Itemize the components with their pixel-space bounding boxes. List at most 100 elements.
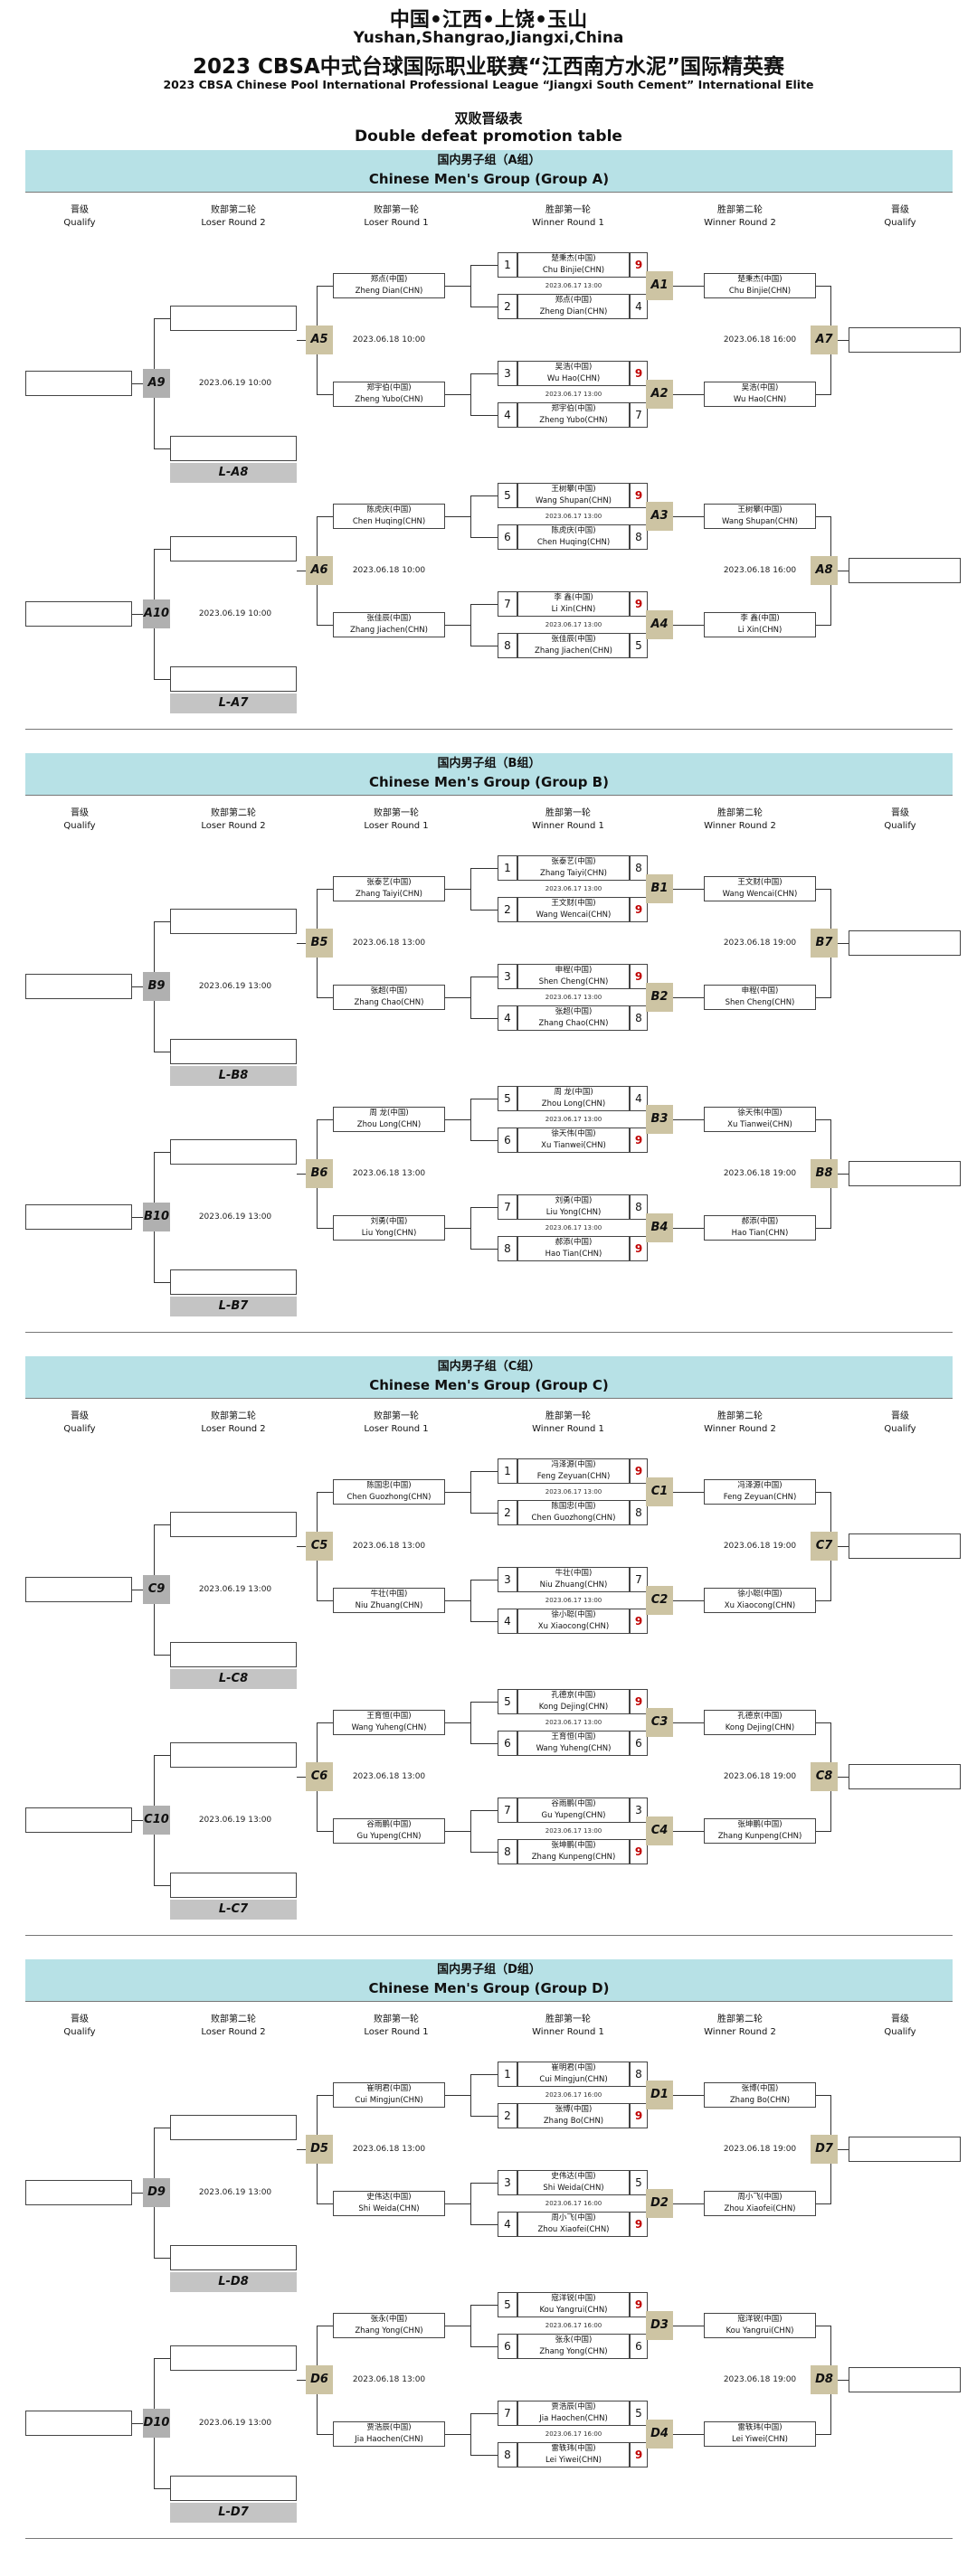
bracket-connector (470, 373, 498, 374)
player-name-en: Wang Shupan(CHN) (535, 496, 612, 505)
player-name-cn: 张超(中国) (555, 1007, 593, 1016)
loser-r1-player-1: 陈虎庆(中国)Chen Huqing(CHN) (333, 504, 445, 529)
bracket-connector (470, 265, 471, 307)
bracket-connector (470, 1810, 471, 1853)
bracket-connector (470, 2346, 498, 2347)
bracket-connector (317, 286, 333, 287)
bracket-connector (154, 318, 170, 319)
player-name-cn: 贾浩辰(中国) (366, 2423, 412, 2432)
loser-drop-tag: L-D8 (170, 2272, 297, 2292)
score-cell: 9 (630, 964, 648, 989)
player-name-en: Shen Cheng(CHN) (725, 998, 795, 1007)
loser-r2-slot-2 (170, 1642, 297, 1667)
column-header-cn: 胜部第一轮 (545, 808, 591, 818)
score-cell: 9 (630, 1839, 648, 1864)
player-name-cn: 王育恒(中国) (366, 1712, 412, 1721)
loser-r2-slot-1 (170, 306, 297, 331)
seed-number: 1 (498, 855, 517, 881)
player-name-cn: 崔明君(中国) (366, 2084, 412, 2093)
match-tag: B10 (143, 1203, 170, 1231)
player-name-en: Wang Shupan(CHN) (721, 517, 799, 526)
seed-number: 2 (498, 294, 517, 319)
player-name-cn: 郝添(中国) (741, 1217, 779, 1226)
bracket-connector (297, 943, 306, 944)
group-title-en: Chinese Men's Group (Group A) (368, 171, 610, 187)
qualify-slot-right (849, 558, 961, 583)
qualify-slot-right (849, 327, 961, 353)
player-name-cn: 牛壮(中国) (555, 1569, 593, 1578)
column-header-cn: 晋级 (891, 1411, 909, 1421)
match-tag: A1 (646, 271, 673, 300)
match-tag: A10 (143, 599, 170, 628)
bracket-connector (673, 1228, 704, 1229)
winner-r1-player-2: 周小飞(中国)Zhou Xiaofei(CHN) (517, 2212, 630, 2237)
column-header-en: Qualify (63, 821, 96, 831)
score-cell: 9 (630, 483, 648, 508)
player-name-en: Zhou Xiaofei(CHN) (724, 2204, 796, 2213)
column-header-en: Qualify (63, 218, 96, 228)
bracket-connector (816, 625, 830, 626)
player-name-cn: 周小飞(中国) (551, 2213, 596, 2222)
player-name-en: Zhang Jiachen(CHN) (535, 646, 612, 656)
player-name-en: Niu Zhuang(CHN) (355, 1601, 423, 1610)
bracket-connector (470, 910, 498, 911)
winner-r2-player-1: 王文财(中国)Wang Wencai(CHN) (704, 876, 816, 901)
player-name-en: Zhou Long(CHN) (541, 1099, 606, 1109)
bracket-connector (470, 2224, 498, 2225)
player-name-en: Zhang Kunpeng(CHN) (717, 1832, 802, 1841)
loser-r1-player-1: 王育恒(中国)Wang Yuheng(CHN) (333, 1710, 445, 1735)
bracket-connector (838, 943, 849, 944)
match-time: 2023.06.18 13:00 (352, 2375, 426, 2384)
match-tag: B9 (143, 972, 170, 1001)
match-tag: C9 (143, 1575, 170, 1604)
bracket-connector (470, 2183, 471, 2225)
match-tag: B7 (811, 929, 838, 958)
bracket-connector (470, 1513, 498, 1514)
column-header-en: Qualify (884, 2027, 916, 2037)
header-subtitle-en: Double defeat promotion table (355, 127, 622, 146)
score-cell: 6 (630, 2334, 648, 2359)
bracket-connector (317, 1119, 333, 1120)
match-tag: C1 (646, 1477, 673, 1506)
column-header-en: Loser Round 2 (201, 218, 266, 228)
seed-number: 5 (498, 2292, 517, 2317)
match-tag: C5 (306, 1532, 333, 1561)
player-name-cn: 徐小聪(中国) (737, 1590, 783, 1599)
match-tag: B4 (646, 1213, 673, 1242)
player-name-cn: 张泰艺(中国) (366, 878, 412, 887)
player-name-en: Feng Zeyuan(CHN) (723, 1493, 797, 1502)
match-time: 2023.06.17 13:00 (545, 1719, 602, 1726)
bracket-connector (317, 394, 333, 395)
bracket-connector (470, 2183, 498, 2184)
qualify-slot-left (25, 1577, 132, 1602)
bracket-connector (317, 2434, 333, 2435)
bracket-connector (154, 2358, 170, 2359)
loser-r1-player-2: 郑宇伯(中国)Zheng Yubo(CHN) (333, 382, 445, 407)
bracket-connector (470, 1621, 498, 1622)
column-header-cn: 晋级 (71, 2015, 89, 2024)
score-cell: 6 (630, 1731, 648, 1756)
winner-r1-player-1: 贾浩辰(中国)Jia Haochen(CHN) (517, 2401, 630, 2426)
bracket-connector (838, 2149, 849, 2150)
player-name-cn: 张坤鹏(中国) (737, 1820, 783, 1829)
score-cell: 3 (630, 1798, 648, 1823)
winner-r1-player-1: 牛壮(中国)Niu Zhuang(CHN) (517, 1567, 630, 1592)
group-title-cn: 国内男子组（C组） (437, 1360, 541, 1373)
bracket-connector (445, 286, 470, 287)
bracket-connector (154, 921, 170, 922)
loser-r2-slot-2 (170, 2245, 297, 2270)
player-name-en: Cui Mingjun(CHN) (355, 2096, 423, 2105)
winner-r1-player-2: 徐天伟(中国)Xu Tianwei(CHN) (517, 1128, 630, 1153)
match-tag: C8 (811, 1762, 838, 1791)
player-name-cn: 寇洋锐(中国) (737, 2315, 783, 2324)
bracket-connector (816, 394, 830, 395)
bracket-connector (154, 2488, 170, 2489)
match-time: 2023.06.18 19:00 (723, 1772, 797, 1781)
score-cell: 9 (630, 252, 648, 278)
winner-r2-player-2: 徐小聪(中国)Xu Xiaocong(CHN) (704, 1588, 816, 1613)
column-header-en: Qualify (884, 821, 916, 831)
